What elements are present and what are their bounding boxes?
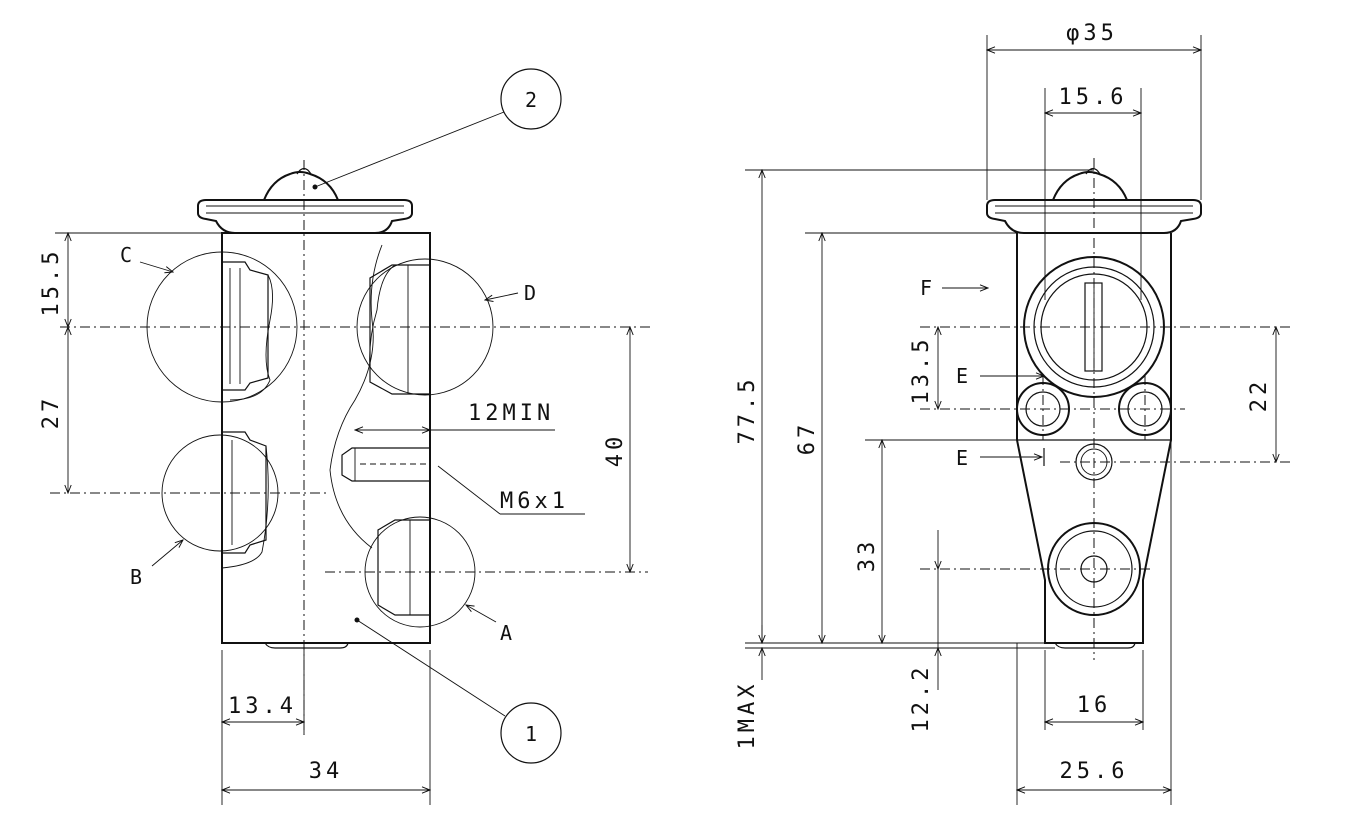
dim-22: 22: [1247, 378, 1272, 413]
dim-15-6: 15.6: [1059, 85, 1128, 110]
label-E-upper: E: [956, 364, 968, 388]
dim-40: 40: [603, 433, 628, 468]
diaphragm-head: [197, 167, 413, 234]
dim-15-5: 15.5: [39, 248, 64, 317]
thread-spec: M6x1: [500, 489, 569, 514]
dim-27: 27: [39, 395, 64, 430]
left-side-view: 15.5 27 40 12MIN M6x1 13.4 34 C D B A 2 …: [39, 68, 650, 805]
dim-34: 34: [309, 759, 344, 784]
valve-body: [221, 232, 431, 644]
dim-13-5: 13.5: [909, 336, 934, 405]
right-front-view: φ35 15.6 77.5 67 33 13.5 22 12.2 1MAX 16…: [735, 21, 1290, 805]
dim-16: 16: [1077, 693, 1112, 718]
dim-13-4: 13.4: [228, 694, 297, 719]
dim-12min: 12MIN: [468, 401, 554, 426]
label-port-B: B: [130, 565, 142, 589]
label-port-D: D: [524, 281, 536, 305]
dim-12-2: 12.2: [909, 664, 934, 733]
balloon-2: 2: [525, 88, 537, 112]
port-D-circle: [356, 258, 494, 396]
dim-67: 67: [795, 421, 820, 456]
balloon-1: 1: [525, 722, 537, 746]
dim-33: 33: [855, 538, 880, 573]
dim-1max: 1MAX: [735, 681, 760, 750]
label-E-lower: E: [956, 446, 968, 470]
dim-25-6: 25.6: [1060, 759, 1129, 784]
label-F: F: [920, 276, 932, 300]
threaded-hole: [341, 447, 430, 482]
dim-77-5: 77.5: [735, 376, 760, 445]
label-port-A: A: [500, 621, 512, 645]
label-port-C: C: [120, 243, 132, 267]
dim-phi35: φ35: [1066, 21, 1118, 46]
